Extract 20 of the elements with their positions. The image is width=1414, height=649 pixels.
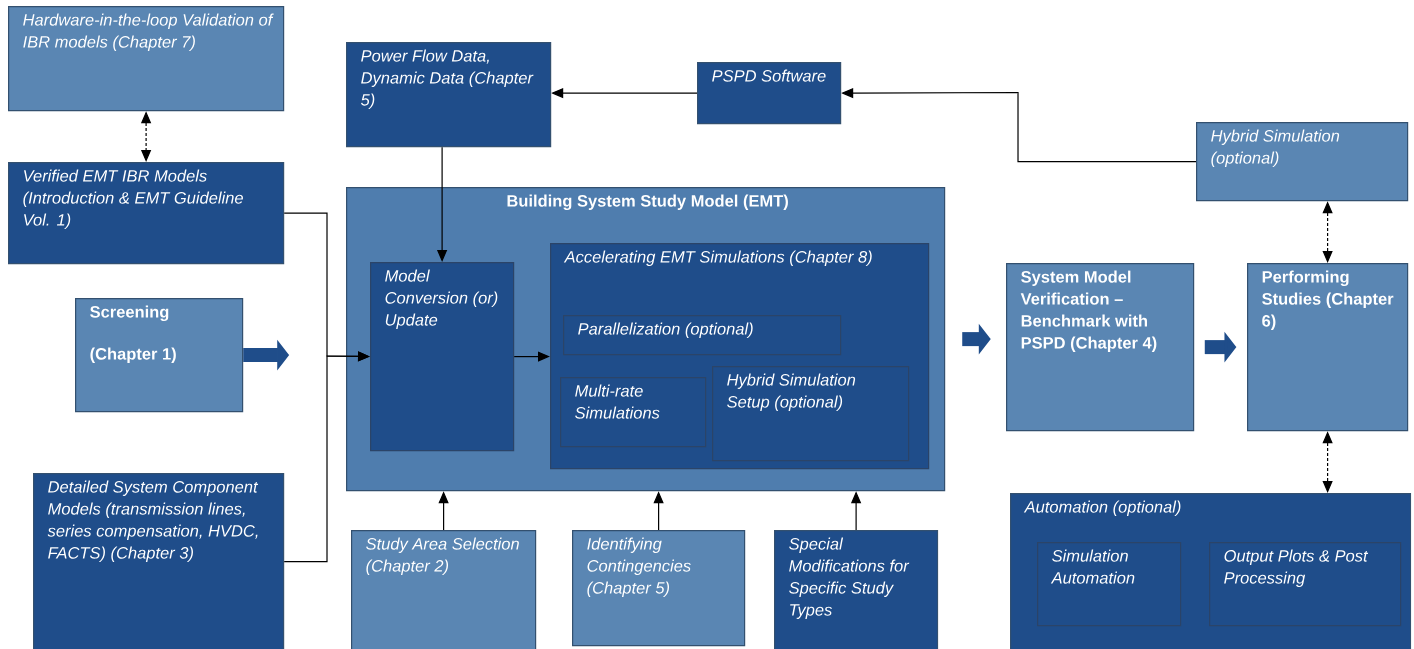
arrow: [283, 351, 370, 563]
process-box: Hardware-in-the-loop Validation of IBR models (Chapter 7): [8, 6, 285, 112]
process-box: Identifying Contingencies (Chapter 5): [572, 530, 746, 647]
process-box: Simulation Automation: [1037, 542, 1182, 627]
process-box: Detailed System Component Models (transmission lines, series compensation, HVDC, FACTS) (Chapter 3): [33, 473, 285, 649]
process-box: System Model Verification – Benchmark with PSPD (Chapter 4): [1006, 263, 1195, 432]
process-box: Performing Studies (Chapter 6): [1247, 263, 1409, 432]
process-box: Multi-rate Simulations: [560, 377, 707, 448]
process-box: Screening (Chapter 1): [75, 298, 244, 413]
process-box: Parallelization (optional): [563, 315, 842, 356]
process-box: Hybrid Simulation Setup (optional): [712, 366, 910, 462]
process-box: Power Flow Data, Dynamic Data (Chapter 5): [346, 42, 552, 148]
process-box: Hybrid Simulation (optional): [1196, 122, 1409, 202]
process-box: Study Area Selection (Chapter 2): [351, 530, 537, 649]
process-box: PSPD Software: [697, 62, 842, 125]
process-box: Verified EMT IBR Models (Introduction & EMT Guideline Vol. 1): [8, 162, 285, 265]
process-box: Special Modifications for Specific Study Types: [774, 530, 939, 649]
process-box: Model Conversion (or) Update: [370, 262, 515, 452]
arrow: [513, 351, 550, 362]
process-box: Output Plots & Post Processing: [1209, 542, 1402, 627]
